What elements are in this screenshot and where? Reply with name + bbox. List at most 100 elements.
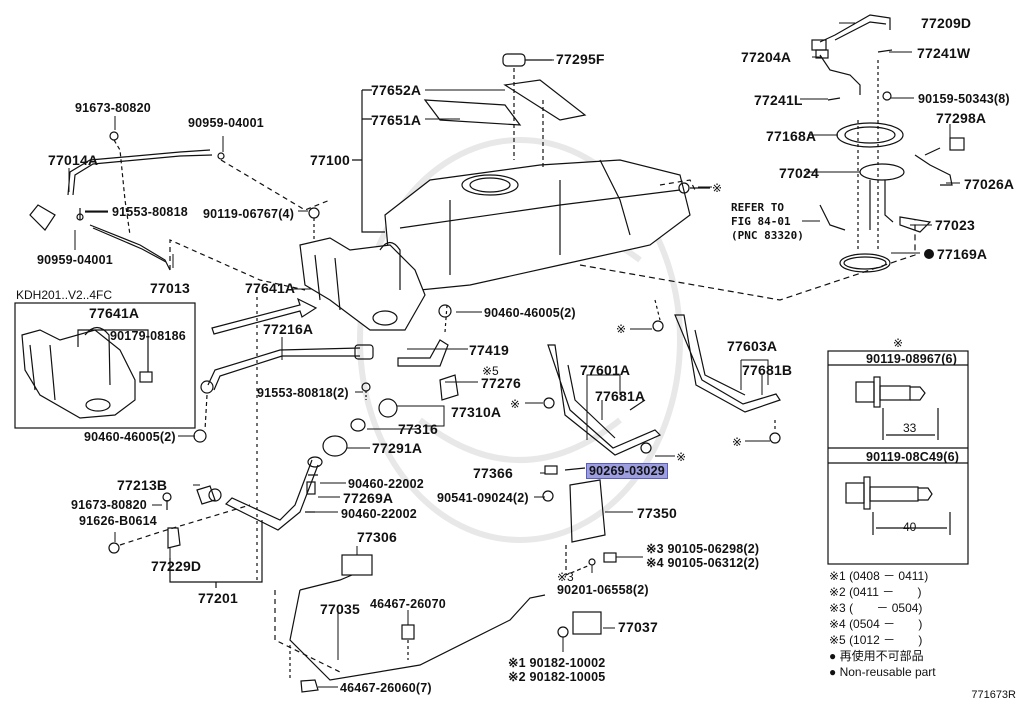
- filler-pipe-77201-drawing: [224, 459, 319, 531]
- part-label-90460-46005-left[interactable]: 90460-46005(2): [84, 430, 176, 444]
- part-label-90460-46005[interactable]: 90460-46005(2): [484, 306, 576, 320]
- part-label-77291a[interactable]: 77291A: [372, 440, 423, 456]
- part-label-77276[interactable]: 77276: [481, 375, 521, 391]
- part-label-91626-b0614[interactable]: 91626-B0614: [79, 514, 157, 528]
- clamp-46467-26060-drawing: [300, 679, 319, 693]
- part-label-77651a[interactable]: 77651A: [371, 112, 422, 128]
- part-label-90541-09024[interactable]: 90541-09024(2): [437, 491, 529, 505]
- part-label-90119-06767[interactable]: 90119-06767(4): [203, 207, 295, 221]
- part-label-77350[interactable]: 77350: [637, 505, 677, 521]
- part-label-90182-10002[interactable]: ※1 90182-10002: [508, 656, 606, 670]
- part-label-77023[interactable]: 77023: [935, 217, 975, 233]
- clamp-77295f-drawing: [502, 53, 526, 67]
- part-label-77681b[interactable]: 77681B: [742, 362, 793, 378]
- fuel-lid-77350-drawing: [569, 479, 606, 543]
- part-label-90105-06312[interactable]: ※4 90105-06312(2): [646, 556, 760, 570]
- legend-item: ※1 (0408 － 0411): [829, 569, 929, 583]
- part-label-77026a[interactable]: 77026A: [964, 176, 1015, 192]
- inset-protector-drawing: [21, 326, 153, 419]
- part-label-90959-04001-lower[interactable]: 90959-04001: [37, 253, 113, 267]
- refer-note-line-1: REFER TO: [731, 201, 784, 214]
- hose-77269a-drawing: [306, 481, 316, 495]
- part-label-90959-04001[interactable]: 90959-04001: [188, 116, 264, 130]
- part-label-90159-50343[interactable]: 90159-50343(8): [918, 92, 1010, 106]
- refer-note-pnc: (PNC 83320): [731, 229, 804, 242]
- part-label-77209d[interactable]: 77209D: [921, 15, 972, 31]
- non-reusable-bullet-icon: [924, 249, 934, 259]
- part-label-90460-22002[interactable]: 90460-22002: [348, 477, 424, 491]
- asterisk-mark: ※: [616, 322, 627, 336]
- part-label-77035[interactable]: 77035: [320, 601, 360, 617]
- part-label-77229d[interactable]: 77229D: [151, 558, 202, 574]
- part-label-46467-26070[interactable]: 46467-26070: [370, 597, 446, 611]
- part-label-77298a[interactable]: 77298A: [936, 110, 987, 126]
- lock-77037-drawing: [572, 611, 602, 635]
- bolt-spec-table: [827, 350, 969, 565]
- part-label-77681a[interactable]: 77681A: [595, 388, 646, 404]
- part-label-77216a[interactable]: 77216A: [263, 321, 314, 337]
- part-label-77100[interactable]: 77100: [310, 152, 350, 168]
- inset-box-kdh201: [14, 302, 196, 429]
- part-label-90460-22002-lower[interactable]: 90460-22002: [341, 507, 417, 521]
- heat-insulator-77651a-drawing: [423, 99, 522, 126]
- part-label-77306[interactable]: 77306: [357, 529, 397, 545]
- part-label-77037[interactable]: 77037: [618, 619, 658, 635]
- part-label-77316[interactable]: 77316: [398, 421, 438, 437]
- bolt-table-part-1[interactable]: 90119-08967(6): [866, 352, 958, 366]
- part-label-46467-26060[interactable]: 46467-26060(7): [340, 681, 432, 695]
- part-label-77241l[interactable]: 77241L: [754, 92, 803, 108]
- part-label-77241w[interactable]: 77241W: [917, 45, 971, 61]
- part-label-90269-03029-highlighted[interactable]: 90269-03029: [586, 463, 668, 479]
- asterisk-mark: ※: [712, 181, 723, 195]
- part-label-77014a[interactable]: 77014A: [48, 152, 99, 168]
- hose-77216a-drawing: [207, 347, 361, 386]
- grommet-77291a-drawing: [322, 435, 348, 457]
- refer-note: REFER TO FIG 84-01 (PNC 83320): [731, 201, 804, 243]
- bolt-40-drawing: [845, 476, 951, 535]
- part-label-77419[interactable]: 77419: [469, 342, 509, 358]
- part-label-90105-06298[interactable]: ※3 90105-06298(2): [646, 542, 760, 556]
- part-label-91673-80820[interactable]: 91673-80820: [75, 101, 151, 115]
- part-label-77013[interactable]: 77013: [150, 280, 190, 296]
- part-label-77269a[interactable]: 77269A: [343, 490, 394, 506]
- part-label-91673-80820-lower[interactable]: 91673-80820: [71, 498, 147, 512]
- protector-77641a-drawing: [299, 237, 426, 331]
- part-label-77652a[interactable]: 77652A: [371, 82, 422, 98]
- part-label-91553-80818[interactable]: 91553-80818: [112, 205, 188, 219]
- part-label-77601a[interactable]: 77601A: [580, 362, 631, 378]
- protector-77276-drawing: [439, 374, 459, 401]
- part-label-77295f[interactable]: 77295F: [556, 51, 605, 67]
- part-label-77024[interactable]: 77024: [779, 165, 819, 181]
- bolt-91673-drawing: [109, 131, 119, 141]
- legend-item: ※3 ( － 0504): [829, 601, 923, 615]
- part-label-90179-08186[interactable]: 90179-08186: [110, 329, 186, 343]
- part-label-77168a[interactable]: 77168A: [766, 128, 817, 144]
- part-label-77204a[interactable]: 77204A: [741, 49, 792, 65]
- part-label-77213b[interactable]: 77213B: [117, 477, 168, 493]
- bolt-table-part-2[interactable]: 90119-08C49(6): [866, 450, 960, 464]
- part-label-77366[interactable]: 77366: [473, 465, 513, 481]
- bolt-33-drawing: [855, 376, 939, 440]
- bolt-table-length-1: 33: [903, 421, 917, 435]
- variant-label: KDH201..V2..4FC: [16, 288, 113, 302]
- bolt-table-header-mark: ※: [893, 336, 904, 350]
- note-mark-5: ※5: [482, 364, 499, 378]
- legend-item-non-reusable-ja: ● 再使用不可部品: [829, 649, 924, 663]
- part-label-77641a[interactable]: 77641A: [245, 280, 296, 296]
- part-label-77603a[interactable]: 77603A: [727, 338, 778, 354]
- part-label-77310a[interactable]: 77310A: [451, 404, 502, 420]
- hose-77213b-drawing: [196, 485, 216, 505]
- note-mark-3: ※3: [557, 570, 574, 584]
- fuel-tank-band-77603a-drawing: [674, 314, 781, 413]
- part-label-77641a-inset[interactable]: 77641A: [89, 305, 140, 321]
- part-label-91553-80818-2[interactable]: 91553-80818(2): [257, 386, 349, 400]
- refer-note-figure-link[interactable]: FIG 84-01: [731, 215, 791, 228]
- part-label-77201[interactable]: 77201: [198, 590, 238, 606]
- part-label-90182-10005[interactable]: ※2 90182-10005: [508, 670, 606, 684]
- part-label-90201-06558[interactable]: 90201-06558(2): [557, 583, 649, 597]
- part-label-77169a[interactable]: 77169A: [937, 246, 988, 262]
- cable-77035-drawing: [289, 589, 546, 681]
- heat-insulator-77652a-drawing: [503, 79, 587, 121]
- bolt-table-length-2: 40: [903, 520, 917, 534]
- legend-item-non-reusable-en: ● Non-reusable part: [829, 665, 936, 679]
